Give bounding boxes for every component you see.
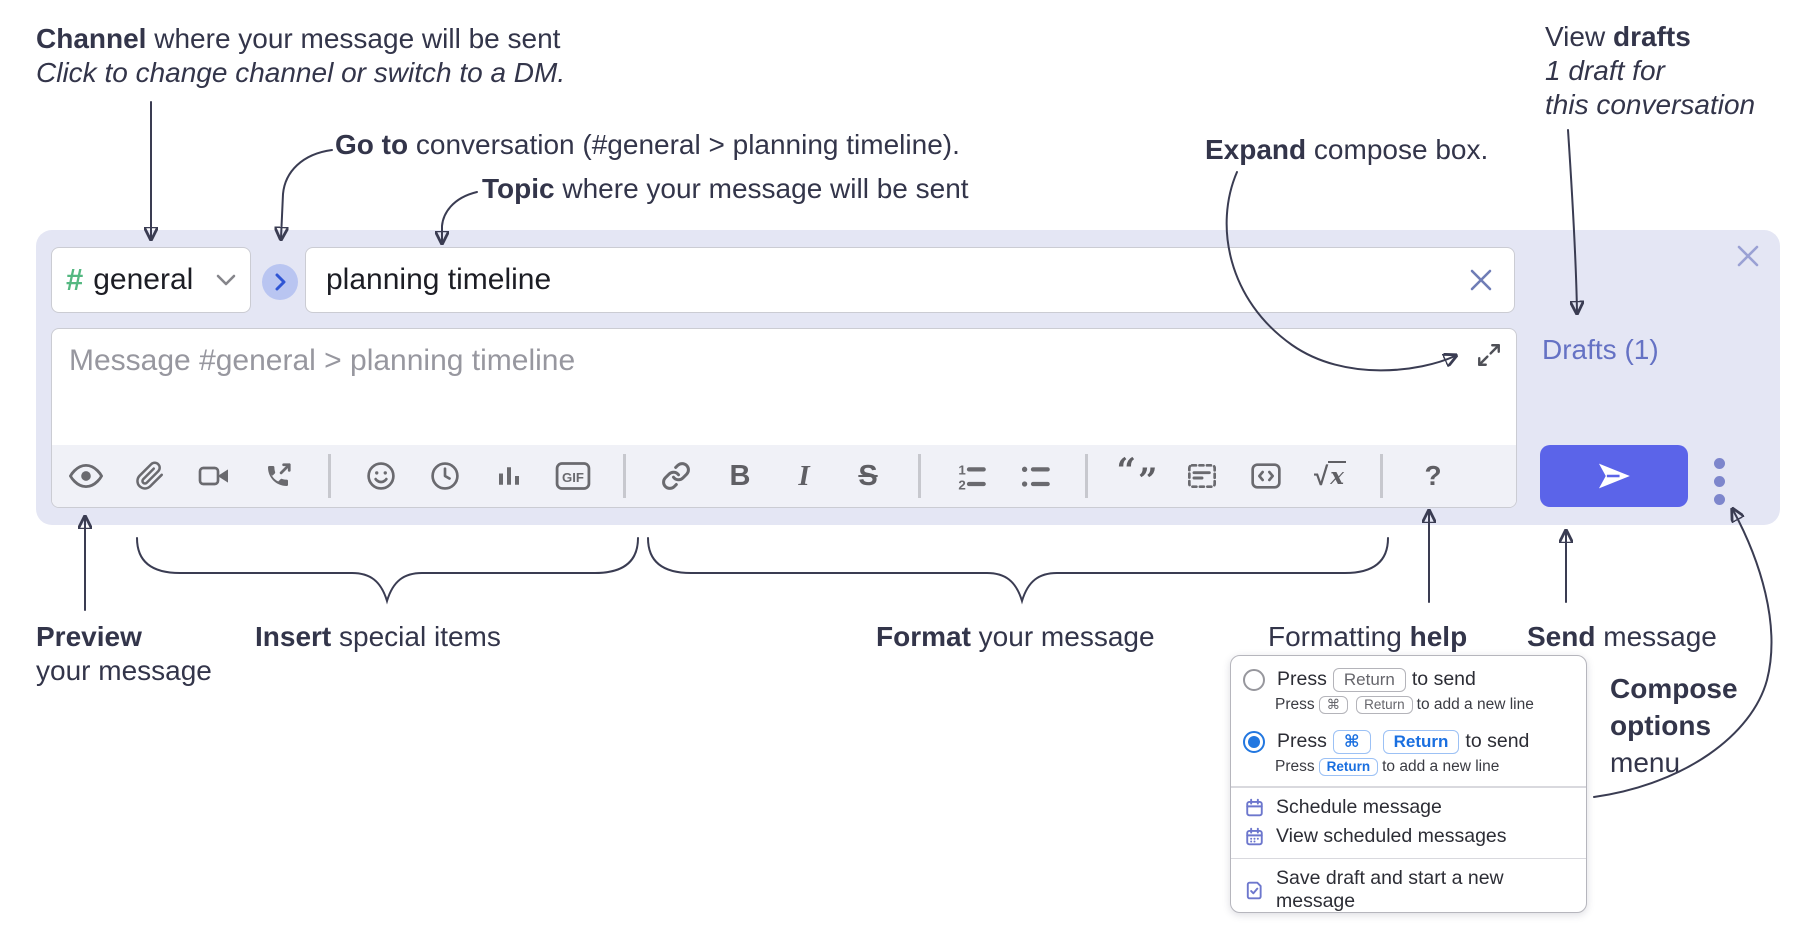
annotation-goto: Go to conversation (#general > planning … (335, 129, 960, 160)
calendar-icon (1246, 798, 1263, 816)
brace-insert (136, 537, 639, 605)
svg-text:GIF: GIF (562, 470, 584, 485)
key-return: Return (1318, 758, 1379, 776)
send-icon (1598, 463, 1630, 489)
code-icon[interactable] (1248, 458, 1284, 494)
annotation-insert: Insert special items (255, 621, 501, 652)
menu-item-save-draft[interactable]: Save draft and start a new message (1245, 867, 1572, 913)
close-compose-icon[interactable] (1734, 242, 1762, 270)
add-poll-icon[interactable] (491, 458, 527, 494)
menu-divider (1231, 857, 1586, 859)
key-cmd: ⌘ (1332, 730, 1371, 754)
annotation-topic: Topic where your message will be sent (482, 173, 969, 204)
toolbar-divider (623, 454, 626, 498)
annotation-format: Format your message (876, 621, 1155, 652)
svg-text:2: 2 (958, 477, 965, 492)
calendar-grid-icon (1246, 827, 1263, 845)
bulleted-list-icon[interactable] (1017, 458, 1053, 494)
quote-icon[interactable]: “” (1116, 451, 1160, 501)
svg-text:1: 1 (958, 463, 966, 478)
expand-compose-icon[interactable] (1476, 342, 1502, 368)
key-return: Return (1332, 668, 1406, 692)
line-goto (281, 149, 333, 238)
key-cmd: ⌘ (1318, 696, 1349, 714)
compose-box: # general planning timeline Message #gen… (36, 230, 1780, 525)
toolbar-divider (328, 454, 331, 498)
bold-icon[interactable]: B (722, 458, 758, 494)
toolbar-divider (918, 454, 921, 498)
message-input[interactable]: Message #general > planning timeline (69, 344, 576, 377)
topic-input[interactable]: planning timeline (305, 247, 1515, 313)
brace-format (647, 537, 1389, 605)
menu-item-view-scheduled-messages[interactable]: View scheduled messages (1245, 825, 1572, 848)
emoji-icon[interactable] (363, 458, 399, 494)
annotation-send: Send message (1527, 621, 1717, 652)
add-global-time-icon[interactable] (427, 458, 463, 494)
send-button[interactable] (1540, 445, 1688, 507)
drafts-link[interactable]: Drafts (1) (1542, 334, 1659, 365)
go-to-conversation-button[interactable] (262, 264, 298, 300)
attach-file-icon[interactable] (132, 458, 168, 494)
link-icon[interactable] (658, 458, 694, 494)
radio-selected-icon[interactable] (1243, 730, 1265, 753)
clear-topic-icon[interactable] (1468, 267, 1494, 293)
channel-name: general (93, 263, 194, 296)
add-gif-icon[interactable]: GIF (555, 458, 591, 494)
message-formatting-help-icon[interactable]: ? (1415, 458, 1451, 494)
add-voice-call-icon[interactable] (260, 458, 296, 494)
spoiler-icon[interactable] (1184, 458, 1220, 494)
strikethrough-icon[interactable]: S (850, 458, 886, 494)
italic-icon[interactable]: I (786, 458, 822, 494)
add-video-call-icon[interactable] (196, 458, 232, 494)
annotation-preview: Preview your message (36, 621, 212, 686)
annotation-channel-bold: Channel (36, 23, 147, 54)
toolbar-divider (1085, 454, 1088, 498)
menu-divider (1231, 786, 1586, 788)
key-return: Return (1356, 696, 1413, 714)
annotation-compose-options: Compose options menu (1610, 673, 1738, 778)
key-return: Return (1382, 730, 1460, 754)
channel-selector[interactable]: # general (51, 247, 251, 313)
menu-item-schedule-message[interactable]: Schedule message (1245, 796, 1572, 819)
annotation-channel: Channel where your message will be sent … (36, 23, 566, 88)
toolbar-divider (1380, 454, 1383, 498)
annotation-expand: Expand compose box. (1205, 134, 1489, 165)
save-draft-icon (1246, 881, 1262, 899)
math-icon[interactable]: √x (1312, 458, 1348, 494)
preview-message-icon[interactable] (68, 458, 104, 494)
radio-unselected-icon[interactable] (1243, 668, 1265, 691)
annotation-drafts: View drafts 1 draft for this conversatio… (1545, 21, 1756, 120)
compose-options-icon[interactable] (1714, 458, 1726, 505)
chevron-right-icon (275, 273, 285, 291)
channel-hash-icon: # (66, 262, 84, 297)
message-box: Message #general > planning timeline GIF… (51, 328, 1517, 508)
chevron-down-icon (216, 274, 236, 286)
annotation-formatting-help: Formatting help (1268, 621, 1468, 652)
topic-value: planning timeline (326, 263, 552, 296)
